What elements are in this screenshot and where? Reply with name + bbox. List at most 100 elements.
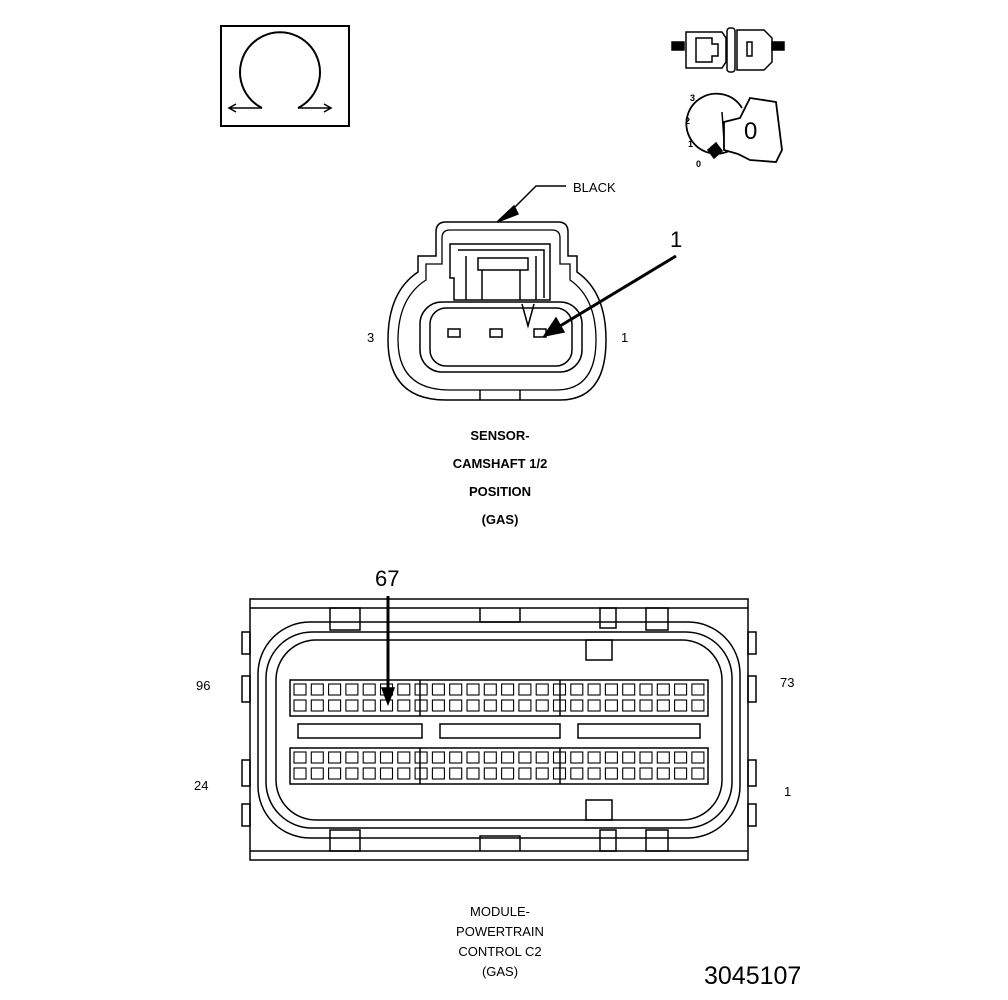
pin-cavity	[656, 699, 670, 712]
sensor-pin-3-label: 3	[367, 330, 375, 345]
pin-cavity	[570, 699, 584, 712]
pcm-caption-line-3: CONTROL C2	[458, 944, 542, 959]
pin-cavity	[622, 751, 636, 764]
pin-cavity	[310, 683, 324, 696]
pin-cavity	[466, 699, 480, 712]
pin-cavity	[310, 767, 324, 780]
pin-cavity	[535, 751, 549, 764]
pin-cavity	[328, 767, 342, 780]
pin-cavity	[674, 699, 688, 712]
pin-cavity	[310, 751, 324, 764]
pin-cavity	[449, 683, 463, 696]
pin-cavity	[674, 767, 688, 780]
pin-cavity	[622, 767, 636, 780]
pin-cavity	[656, 683, 670, 696]
pcm-pin-96-label: 96	[196, 678, 211, 693]
pin-cavity	[397, 699, 411, 712]
camshaft-sensor-connector	[387, 221, 607, 401]
sensor-caption-line-3: POSITION	[468, 484, 532, 499]
pin-cavity	[431, 699, 445, 712]
pin-cavity	[328, 683, 342, 696]
pin-cavity	[431, 751, 445, 764]
pin-cavity	[639, 699, 653, 712]
pin-cavity	[639, 683, 653, 696]
pin-cavity	[587, 751, 601, 764]
mating-connector-icon	[671, 27, 785, 73]
key-position-icon	[685, 92, 783, 163]
pin-cavity	[293, 767, 307, 780]
pin-cavity	[622, 699, 636, 712]
pin-cavity	[570, 751, 584, 764]
pcm-caption: MODULE- POWERTRAIN CONTROL C2 (GAS)	[390, 902, 610, 982]
pcm-c2-connector	[241, 598, 757, 861]
pin-cavity	[414, 767, 428, 780]
pin-cavity	[362, 751, 376, 764]
pin-cavity	[622, 683, 636, 696]
pin-cavity	[449, 751, 463, 764]
pin-cavity	[345, 699, 359, 712]
pin-cavity	[397, 683, 411, 696]
key-position-0-label: 0	[696, 159, 702, 169]
pin-cavity	[691, 699, 705, 712]
pin-cavity	[535, 699, 549, 712]
black-wire-leader	[496, 185, 566, 223]
pcm-caption-line-2: POWERTRAIN	[456, 924, 544, 939]
pin-cavity	[466, 767, 480, 780]
pin-cavity	[535, 683, 549, 696]
pin-cavity	[397, 767, 411, 780]
pin-cavity	[466, 751, 480, 764]
pin-cavity	[362, 767, 376, 780]
pin-cavity	[691, 767, 705, 780]
pin-cavity	[518, 751, 532, 764]
pin-cavity	[501, 683, 515, 696]
pcm-pin-73-label: 73	[780, 675, 795, 690]
pcm-pin-24-label: 24	[194, 778, 209, 793]
pcm-pin-cells	[293, 683, 705, 780]
pin-cavity	[518, 699, 532, 712]
pin-cavity	[293, 699, 307, 712]
pin-cavity	[674, 751, 688, 764]
key-position-1-label: 1	[688, 139, 694, 149]
pin-cavity	[604, 767, 618, 780]
pin-cavity	[397, 751, 411, 764]
pin-cavity	[379, 767, 394, 780]
pin-cavity	[674, 683, 688, 696]
sensor-caption-line-2: CAMSHAFT 1/2	[452, 456, 548, 471]
figure-id: 3045107	[704, 962, 802, 990]
pin-cavity	[501, 751, 515, 764]
pin-cavity	[587, 699, 601, 712]
pin-cavity	[604, 751, 618, 764]
pin-cavity	[518, 683, 532, 696]
pin-cavity	[414, 683, 428, 696]
pin-cavity	[552, 751, 567, 764]
pin-cavity	[449, 767, 463, 780]
key-position-3-label: 3	[690, 93, 696, 103]
pin-cavity	[604, 683, 618, 696]
pin-cavity	[501, 699, 515, 712]
sensor-caption-line-1: SENSOR-	[470, 428, 530, 443]
key-position-2-label: 2	[685, 116, 691, 126]
pin-cavity	[293, 683, 307, 696]
pin-cavity	[293, 751, 307, 764]
sensor-caption: SENSOR- CAMSHAFT 1/2 POSITION (GAS)	[390, 422, 610, 534]
sensor-caption-line-4: (GAS)	[481, 512, 519, 527]
wire-color-label: BLACK	[573, 180, 616, 195]
pin1-callout-arrow	[542, 254, 677, 338]
pin-cavity	[310, 699, 324, 712]
pin-cavity	[431, 767, 445, 780]
pin-cavity	[656, 767, 670, 780]
pin-cavity	[535, 767, 549, 780]
key-face-label: 0	[744, 118, 758, 145]
pin-cavity	[345, 683, 359, 696]
pin-cavity	[345, 751, 359, 764]
pin-cavity	[483, 683, 497, 696]
pin-cavity	[587, 683, 601, 696]
pin-cavity	[691, 751, 705, 764]
pin67-callout-arrow	[380, 596, 396, 707]
pin-cavity	[328, 751, 342, 764]
pin-cavity	[639, 767, 653, 780]
pin-cavity	[328, 699, 342, 712]
pin-cavity	[431, 683, 445, 696]
pin-cavity	[449, 699, 463, 712]
